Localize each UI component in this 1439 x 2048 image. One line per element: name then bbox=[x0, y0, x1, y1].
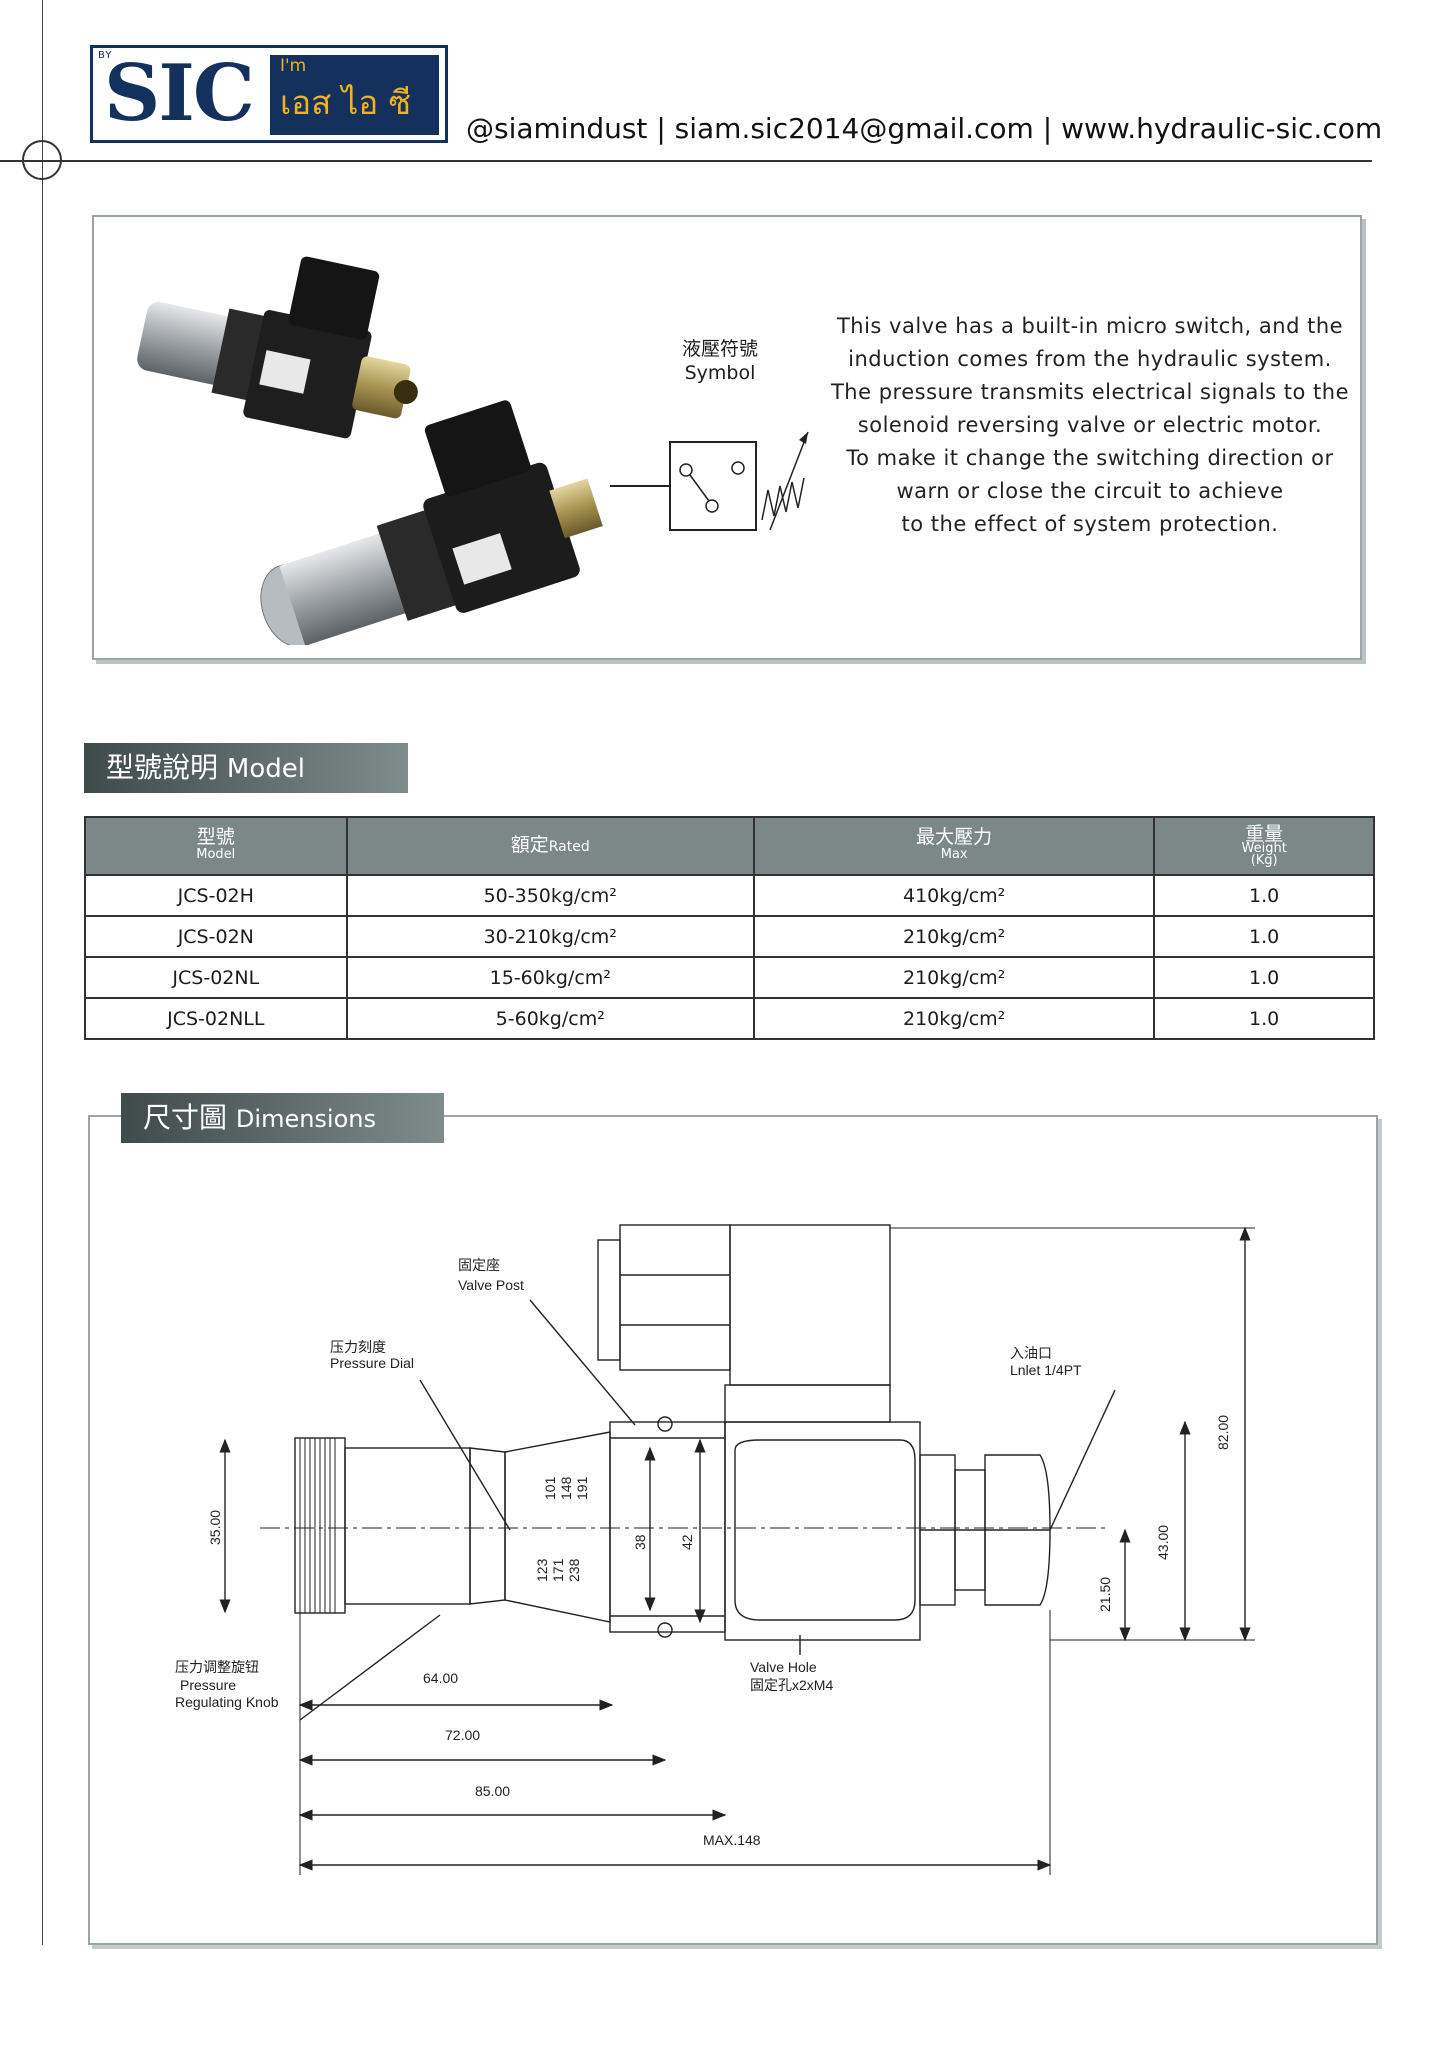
description-line: solenoid reversing valve or electric mot… bbox=[857, 413, 1323, 437]
model-title-zh: 型號說明 bbox=[106, 751, 219, 784]
inlet-label-zh: 入油口 bbox=[1010, 1345, 1052, 1361]
contact-info: @siamindust | siam.sic2014@gmail.com | w… bbox=[466, 112, 1383, 145]
cell-max: 210kg/cm² bbox=[752, 956, 1156, 999]
header-divider bbox=[0, 160, 1372, 162]
cell-rated: 15-60kg/cm² bbox=[345, 956, 755, 999]
logo-sic-text: SIC bbox=[104, 48, 255, 139]
dial-value: 191 bbox=[574, 1476, 590, 1500]
cell-max: 210kg/cm² bbox=[752, 915, 1156, 958]
dim-21-5: 21.50 bbox=[1097, 1577, 1113, 1612]
cell-weight: 1.0 bbox=[1153, 874, 1375, 917]
dim-85: 85.00 bbox=[475, 1783, 510, 1799]
dim-42: 42 bbox=[679, 1534, 695, 1550]
description-line: The pressure transmits electrical signal… bbox=[830, 380, 1350, 404]
description-line: induction comes from the hydraulic syste… bbox=[848, 347, 1332, 371]
knob-label-zh: 压力调整旋钮 bbox=[175, 1659, 259, 1675]
hydraulic-symbol bbox=[610, 431, 809, 531]
dial-value: 101 bbox=[542, 1476, 558, 1500]
dim-64: 64.00 bbox=[423, 1670, 458, 1686]
product-description: This valve has a built-in micro switch, … bbox=[830, 310, 1350, 541]
dimensions-title-en: Dimensions bbox=[235, 1105, 376, 1133]
description-line: To make it change the switching directio… bbox=[846, 446, 1334, 470]
valve-post-label-zh: 固定座 bbox=[458, 1257, 500, 1273]
model-title-en: Model bbox=[226, 754, 305, 784]
dial-value: 238 bbox=[566, 1558, 582, 1582]
product-photo bbox=[137, 256, 603, 645]
dial-value: 148 bbox=[558, 1476, 574, 1500]
dim-43: 43.00 bbox=[1155, 1525, 1171, 1560]
dimensions-section-header: 尺寸圖 Dimensions bbox=[121, 1093, 444, 1143]
column-header-rated: 額定Rated bbox=[345, 816, 755, 876]
dimensions-panel bbox=[88, 1115, 1378, 1945]
logo-im-text: I'm bbox=[280, 56, 307, 76]
description-line: warn or close the circuit to achieve bbox=[896, 479, 1284, 503]
pressure-dial-label-en: Pressure Dial bbox=[330, 1355, 414, 1371]
dim-72: 72.00 bbox=[445, 1727, 480, 1743]
logo-by-text: BY bbox=[98, 50, 113, 61]
knob-label-en1: Pressure bbox=[180, 1677, 236, 1693]
cell-model: JCS-02N bbox=[84, 915, 348, 958]
table-row: JCS-02N 30-210kg/cm² 210kg/cm² 1.0 bbox=[84, 915, 1375, 958]
symbol-title-en: Symbol bbox=[684, 362, 756, 384]
table-row: JCS-02NL 15-60kg/cm² 210kg/cm² 1.0 bbox=[84, 956, 1375, 999]
cell-rated: 30-210kg/cm² bbox=[345, 915, 755, 958]
symbol-title-zh: 液壓符號 bbox=[681, 338, 758, 360]
valve-hole-label-en: Valve Hole bbox=[750, 1659, 817, 1675]
table-row: JCS-02H 50-350kg/cm² 410kg/cm² 1.0 bbox=[84, 874, 1375, 917]
cell-weight: 1.0 bbox=[1153, 997, 1375, 1040]
cell-model: JCS-02NLL bbox=[84, 997, 348, 1040]
cell-weight: 1.0 bbox=[1153, 956, 1375, 999]
product-panel bbox=[92, 215, 1362, 660]
description-line: This valve has a built-in micro switch, … bbox=[836, 314, 1344, 338]
dim-82: 82.00 bbox=[1215, 1415, 1231, 1450]
cell-max: 210kg/cm² bbox=[752, 997, 1156, 1040]
table-row: JCS-02NLL 5-60kg/cm² 210kg/cm² 1.0 bbox=[84, 997, 1375, 1040]
valve-hole-label-zh: 固定孔x2xM4 bbox=[750, 1677, 833, 1693]
valve-post-label-en: Valve Post bbox=[458, 1277, 524, 1293]
dial-value: 123 bbox=[534, 1558, 550, 1582]
logo-badge bbox=[270, 55, 439, 135]
cell-model: JCS-02H bbox=[84, 874, 348, 917]
pressure-dial-label-zh: 压力刻度 bbox=[330, 1339, 386, 1355]
margin-line bbox=[42, 0, 43, 1945]
inlet-label-en: Lnlet 1/4PT bbox=[1010, 1362, 1082, 1378]
model-section-header: 型號說明 Model bbox=[84, 743, 408, 793]
cell-weight: 1.0 bbox=[1153, 915, 1375, 958]
cell-model: JCS-02NL bbox=[84, 956, 348, 999]
symbol-title: 液壓符號 Symbol bbox=[670, 337, 770, 385]
knob-label-en2: Regulating Knob bbox=[175, 1694, 279, 1710]
dim-max: MAX.148 bbox=[703, 1832, 761, 1848]
cell-rated: 5-60kg/cm² bbox=[345, 997, 755, 1040]
dimensions-title-zh: 尺寸圖 bbox=[143, 1101, 228, 1134]
dim-38: 38 bbox=[632, 1534, 648, 1550]
cell-rated: 50-350kg/cm² bbox=[345, 874, 755, 917]
dim-35: 35.00 bbox=[207, 1510, 223, 1545]
dial-value: 171 bbox=[550, 1558, 566, 1582]
logo-thai-text: เอส ไอ ซี bbox=[280, 83, 412, 122]
cell-max: 410kg/cm² bbox=[752, 874, 1156, 917]
description-line: to the effect of system protection. bbox=[901, 512, 1279, 536]
